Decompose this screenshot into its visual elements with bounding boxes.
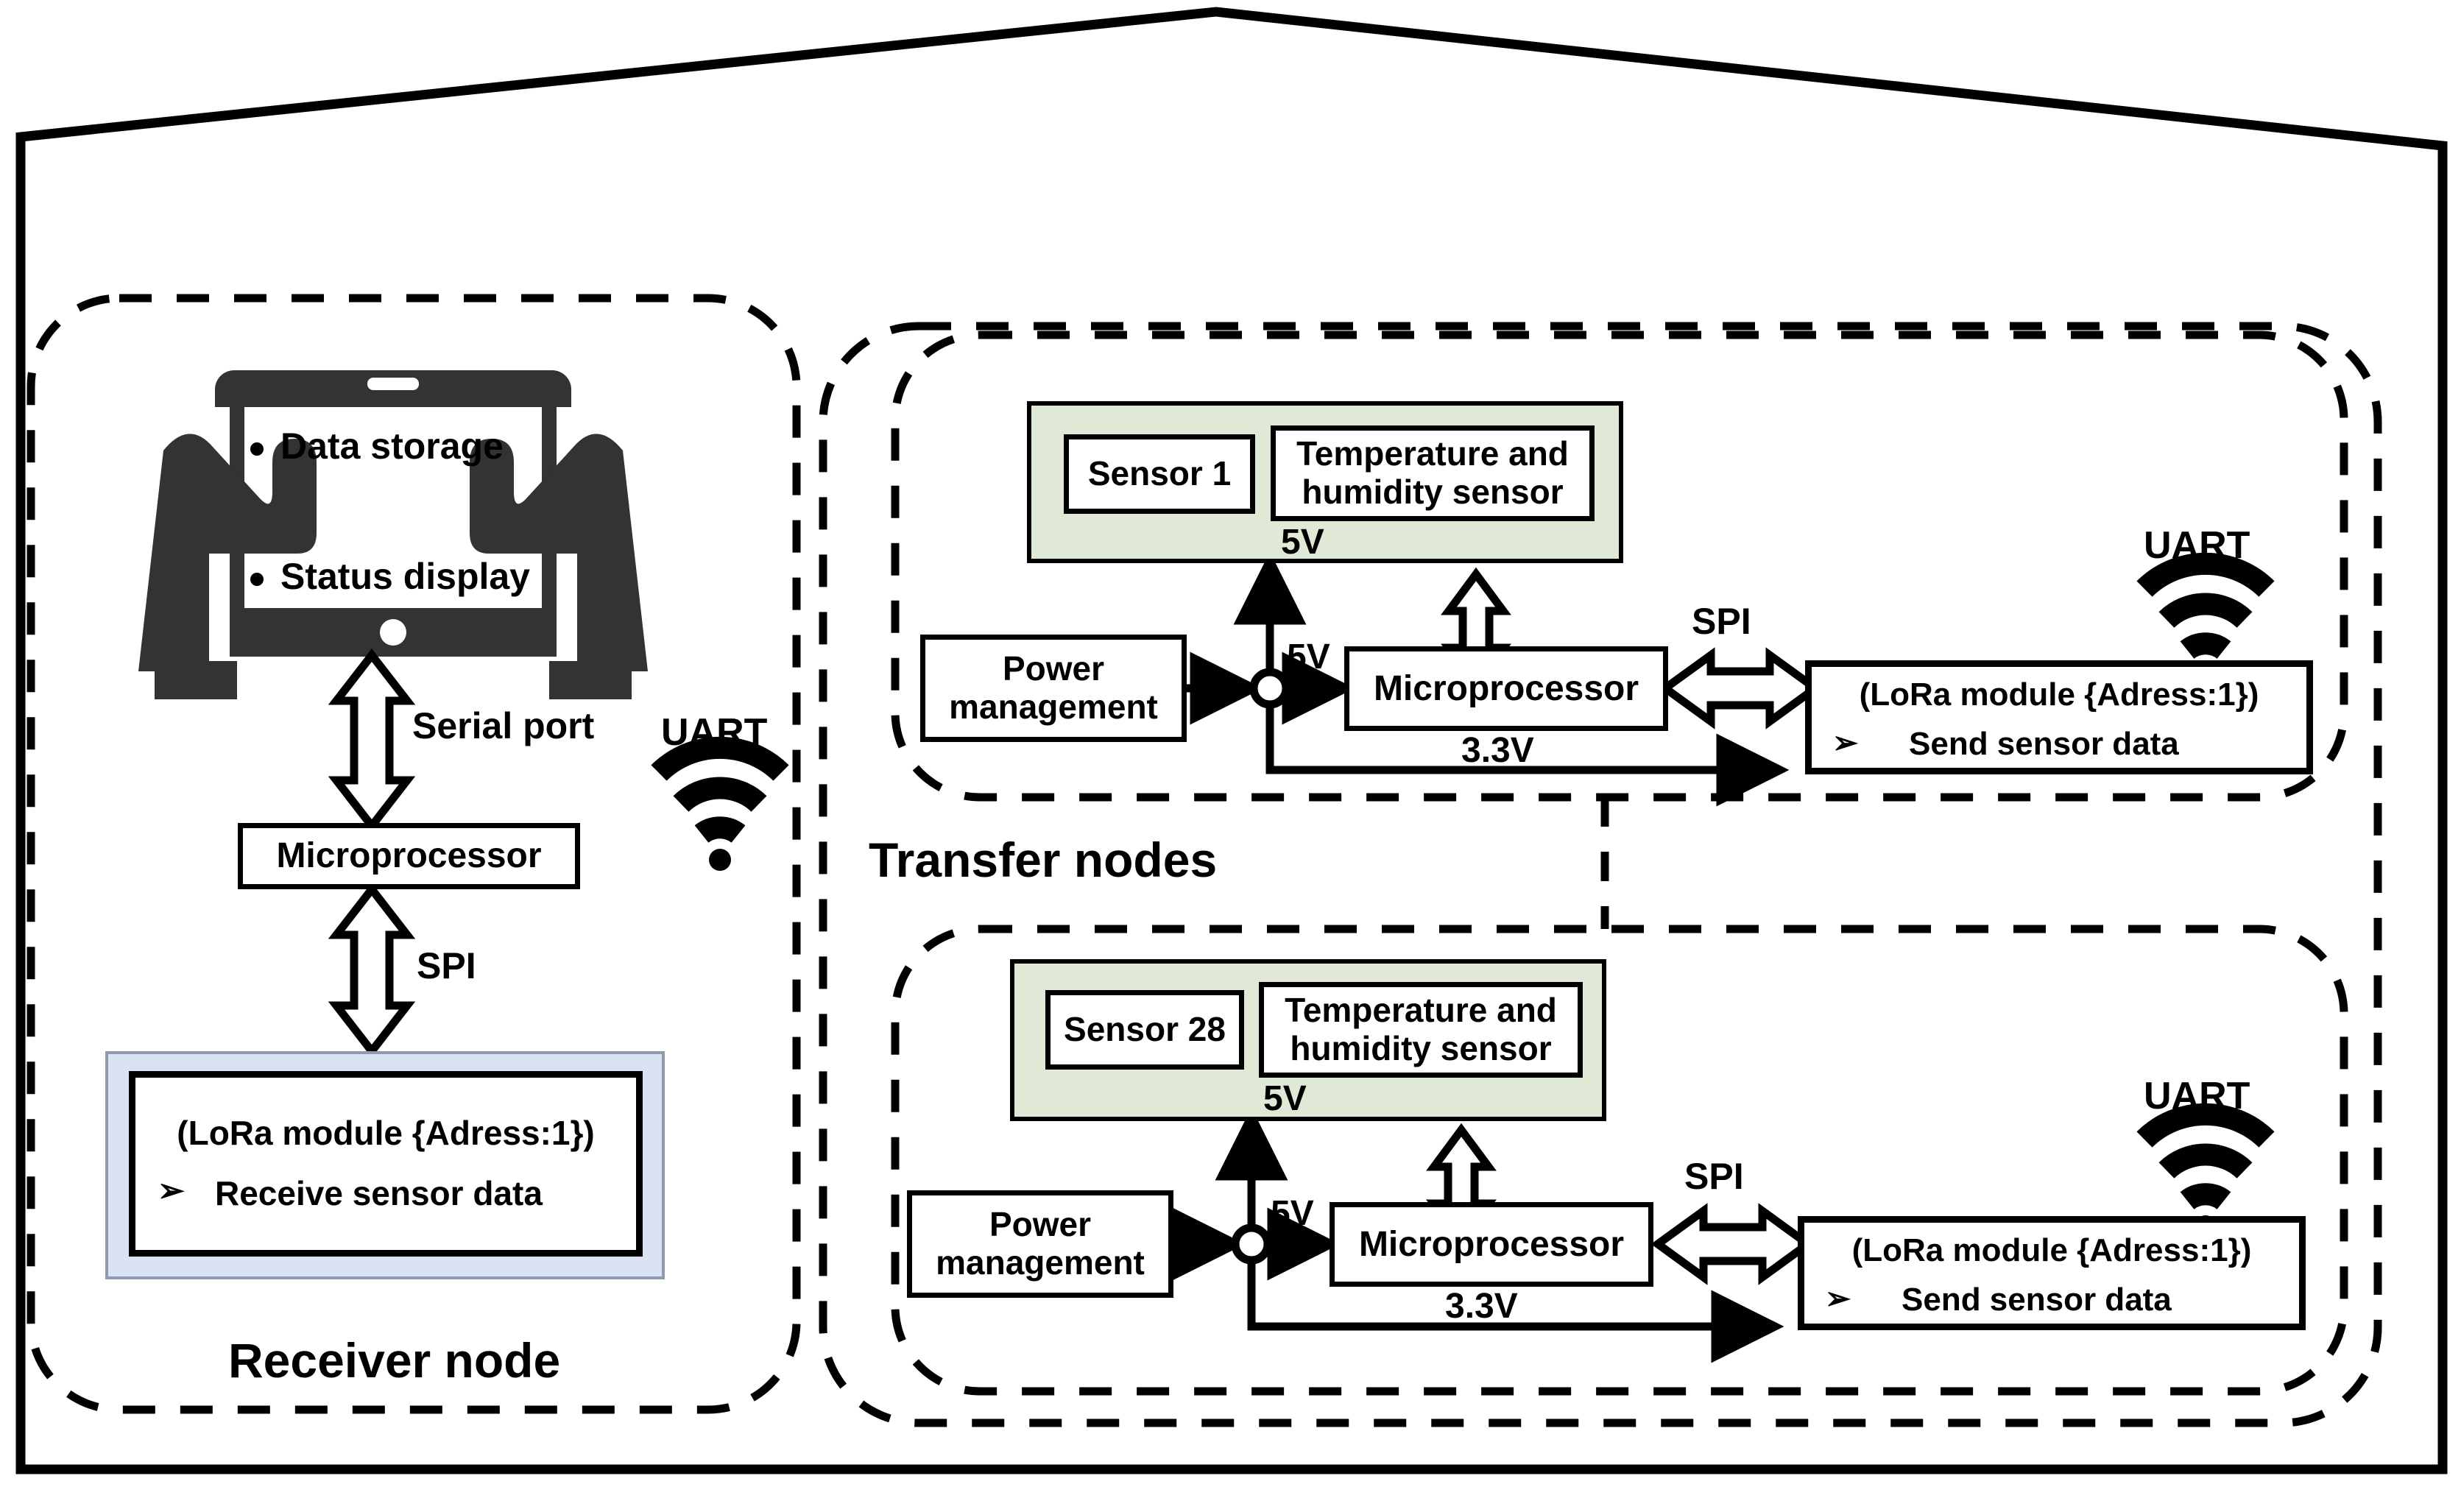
tn1-33v-label: 3.3V: [1461, 731, 1534, 770]
receiver-microprocessor-box[interactable]: Microprocessor: [238, 823, 580, 889]
tn1-33v-to-lora: [1265, 707, 1790, 807]
uart-wifi-icon-tn2: [2136, 1103, 2275, 1210]
tn2-33v-label: 3.3V: [1445, 1287, 1518, 1326]
tn2-33v-to-lora: [1247, 1262, 1784, 1363]
transfer-node-1-boundary: [891, 331, 2348, 802]
uart-wifi-icon-receiver: [651, 736, 789, 844]
receiver-spi-arrow: [328, 883, 416, 1058]
tn1-power-junction: [1249, 668, 1290, 709]
tn2-5v-mcu-label: 5V: [1271, 1194, 1314, 1233]
tn2-lora-title: (LoRa module {Adress:1}): [1851, 1232, 2252, 1268]
tn2-microprocessor-box[interactable]: Microprocessor: [1330, 1202, 1653, 1287]
receiver-lora-box[interactable]: (LoRa module {Adress:1}) ➢ Receive senso…: [129, 1071, 643, 1257]
serial-port-arrow: [328, 649, 416, 833]
receiver-lora-bullet-icon: ➢: [158, 1173, 185, 1209]
bullet-dot-2: [250, 573, 264, 586]
transfer-nodes-boundary: [819, 322, 2382, 1427]
tn1-5v-sensor-label: 5V: [1281, 523, 1324, 562]
tn1-spi-arrow: [1658, 647, 1823, 729]
tn1-sensor-type-box[interactable]: Temperature and humidity sensor: [1271, 425, 1595, 521]
receiver-uart-label: UART: [661, 711, 768, 754]
tn2-spi-arrow: [1650, 1203, 1815, 1285]
tn2-power-management-label: Power management: [936, 1205, 1145, 1282]
tn1-power-management-box[interactable]: Power management: [920, 635, 1187, 742]
house-outline: [15, 7, 2448, 1474]
receiver-node-label: Receiver node: [228, 1333, 561, 1388]
transfer-node-2-boundary: [891, 925, 2348, 1396]
tn2-spi-label: SPI: [1684, 1156, 1744, 1197]
tn1-spi-label: SPI: [1692, 601, 1751, 642]
serial-port-label: Serial port: [412, 705, 595, 746]
receiver-lora-title: (LoRa module {Adress:1}): [177, 1114, 595, 1152]
tn1-power-management-label: Power management: [949, 649, 1158, 726]
receiver-spi-label: SPI: [417, 945, 476, 986]
tn2-lora-bullet-icon: ➢: [1825, 1281, 1851, 1315]
tn2-sensor-type-label: Temperature and humidity sensor: [1285, 991, 1557, 1067]
transfer-nodes-group-label: Transfer nodes: [869, 833, 1218, 887]
hands-holding-tablet-icon: [138, 370, 648, 699]
tn1-lora-action: Send sensor data: [1909, 726, 2179, 762]
tn1-lora-bullet-icon: ➢: [1832, 725, 1859, 760]
tn1-lora-box[interactable]: (LoRa module {Adress:1}) ➢ Send sensor d…: [1805, 660, 2313, 774]
tn1-sensor-id-box[interactable]: Sensor 1: [1064, 434, 1255, 514]
tn2-uart-label: UART: [2144, 1075, 2250, 1117]
bullet-dot-1: [250, 442, 264, 456]
tablet-bullet-status-display: Status display: [280, 556, 530, 597]
tn2-lora-box[interactable]: (LoRa module {Adress:1}) ➢ Send sensor d…: [1798, 1216, 2306, 1330]
tn1-microprocessor-box[interactable]: Microprocessor: [1344, 646, 1668, 731]
tn2-lora-action: Send sensor data: [1902, 1282, 2172, 1318]
tn2-power-management-box[interactable]: Power management: [907, 1190, 1173, 1298]
tn1-lora-title: (LoRa module {Adress:1}): [1859, 676, 2259, 713]
tn2-sensor-id-box[interactable]: Sensor 28: [1045, 990, 1244, 1070]
tn1-sensor-type-label: Temperature and humidity sensor: [1296, 434, 1569, 511]
tn1-5v-mcu-label: 5V: [1287, 637, 1330, 676]
tn2-sensor-type-box[interactable]: Temperature and humidity sensor: [1259, 982, 1583, 1078]
uart-wifi-dot-receiver: [709, 849, 731, 871]
uart-wifi-icon-tn1: [2136, 552, 2275, 660]
receiver-lora-action: Receive sensor data: [215, 1174, 543, 1212]
receiver-node-boundary: [27, 294, 801, 1414]
tn2-5v-sensor-label: 5V: [1263, 1079, 1307, 1118]
tn2-power-junction: [1231, 1223, 1272, 1265]
tn1-uart-label: UART: [2144, 524, 2250, 567]
tablet-bullet-data-storage: Data storage: [280, 425, 504, 467]
